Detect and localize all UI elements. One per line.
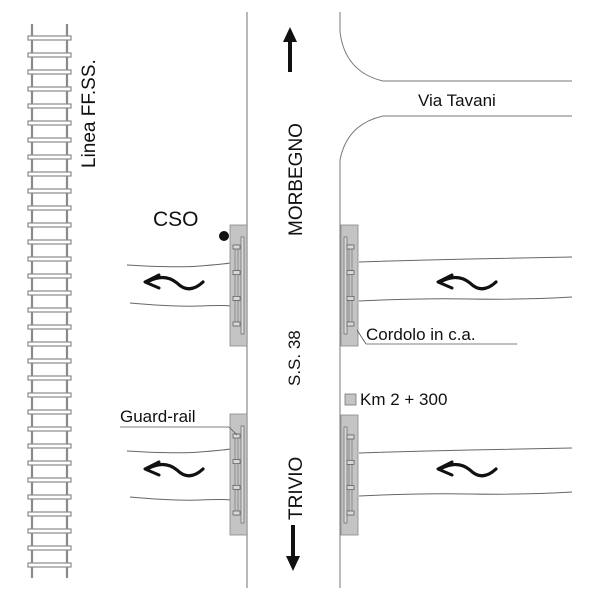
guardrail-label: Guard-rail	[120, 407, 196, 426]
guardrail-post	[232, 510, 241, 516]
channel-bank	[129, 496, 231, 501]
guardrail-post	[232, 295, 241, 301]
guardrail-post	[232, 270, 241, 276]
railway-tie	[27, 256, 72, 262]
guardrail-post	[232, 484, 241, 490]
railway-tie	[27, 426, 72, 432]
direction-north-label: MORBEGNO	[286, 123, 307, 236]
railway-tie	[27, 205, 72, 211]
guardrail-post	[346, 434, 355, 440]
railway-track	[27, 24, 72, 578]
railway-tie	[27, 460, 72, 466]
railway-tie	[27, 392, 72, 398]
railway-tie	[27, 562, 72, 568]
railway-tie	[27, 273, 72, 279]
railway-tie	[27, 528, 72, 534]
railway-tie	[27, 545, 72, 551]
arrow-up-icon	[283, 27, 297, 72]
curb-label: Cordolo in c.a.	[366, 325, 476, 344]
guardrail-post	[232, 321, 241, 327]
guardrail-post	[346, 321, 355, 327]
wavy-arrow-left-icon	[143, 460, 205, 478]
railway-tie	[27, 137, 72, 143]
road-edge-east-south	[339, 115, 572, 588]
channel-bank	[358, 256, 573, 263]
guardrail-bar	[240, 236, 245, 335]
railway-tie	[27, 494, 72, 500]
railway-tie	[27, 188, 72, 194]
railway-tie	[27, 341, 72, 347]
railway-tie	[27, 477, 72, 483]
culvert-upper-left	[126, 224, 248, 347]
railway-tie	[27, 154, 72, 160]
railway-tie	[27, 239, 72, 245]
guardrail-post	[346, 270, 355, 276]
guardrail-post	[232, 459, 241, 465]
curb-block	[229, 413, 248, 536]
square-marker-icon	[344, 393, 357, 406]
railway-tie	[27, 86, 72, 92]
guardrail-post	[346, 459, 355, 465]
guardrail-post	[346, 244, 355, 250]
railway-tie	[27, 35, 72, 41]
guardrail-post	[346, 485, 355, 491]
km-marker-label: Km 2 + 300	[360, 390, 447, 409]
side-street-label: Via Tavani	[418, 91, 496, 110]
railway-tie	[27, 171, 72, 177]
guardrail-bar	[343, 236, 348, 335]
culvert-lower-left	[126, 413, 248, 536]
road-edge-east-north	[339, 12, 572, 82]
railway-tie	[27, 103, 72, 109]
railway-tie	[27, 324, 72, 330]
railway-label: Linea FF.SS.	[79, 59, 100, 168]
guardrail-bar	[240, 425, 245, 524]
wavy-arrow-left-icon	[143, 273, 205, 291]
railway-tie	[27, 443, 72, 449]
guardrail-leader-line	[228, 426, 238, 436]
culvert-upper-right	[340, 224, 573, 347]
channel-bank	[358, 296, 573, 302]
channel-bank	[129, 302, 231, 307]
wavy-arrow-left-icon	[436, 273, 498, 291]
channel-bank	[358, 447, 573, 454]
curb-block	[340, 414, 359, 536]
railway-tie	[27, 120, 72, 126]
curb-leader-line	[356, 329, 367, 345]
channel-bank	[126, 262, 231, 268]
railway-tie	[27, 375, 72, 381]
railway-tie	[27, 511, 72, 517]
guardrail-post	[346, 510, 355, 516]
cso-label: CSO	[153, 208, 199, 231]
guardrail-bar	[343, 426, 348, 524]
railway-tie	[27, 409, 72, 415]
channel-bank	[358, 491, 573, 497]
curb-block	[229, 224, 248, 347]
railway-tie	[27, 290, 72, 296]
culvert-lower-right	[340, 414, 573, 536]
guardrail-post	[346, 295, 355, 301]
railway-tie	[27, 69, 72, 75]
direction-south-label: TRIVIO	[286, 457, 307, 520]
railway-tie	[27, 358, 72, 364]
road-name-label: S.S. 38	[285, 330, 304, 386]
railway-tie	[27, 307, 72, 313]
wavy-arrow-left-icon	[436, 460, 498, 478]
arrow-down-icon	[286, 525, 300, 571]
railway-tie	[27, 52, 72, 58]
curb-block	[340, 224, 359, 347]
dot-icon	[219, 231, 229, 241]
railway-tie	[27, 222, 72, 228]
channel-bank	[126, 448, 231, 454]
guardrail-post	[232, 244, 241, 250]
